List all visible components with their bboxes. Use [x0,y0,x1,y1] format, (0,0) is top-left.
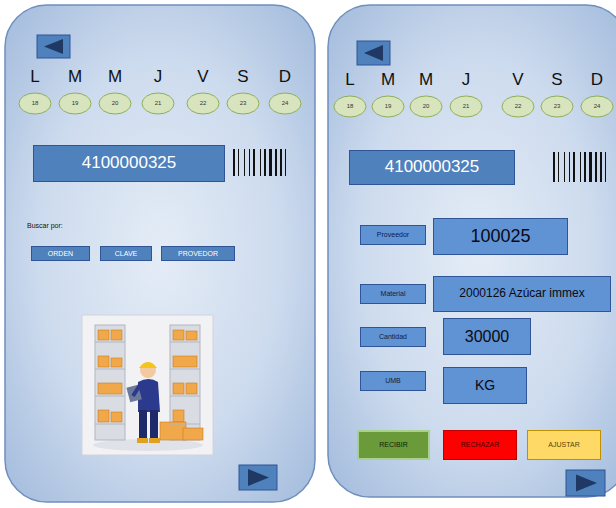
box-text: 2000126 Azúcar immex [459,287,584,300]
day-number: 23 [240,100,247,107]
day-circle: L18 [333,95,367,118]
day-circle: S23 [226,92,260,115]
day-circle: M19 [371,95,405,118]
phone-screen [328,5,616,497]
order-field: 4100000325 [349,150,515,185]
field-value: 2000126 Azúcar immex [433,276,611,312]
weekday-letter: M [371,71,405,90]
day-circle: V22 [501,95,535,118]
box-text: ORDEN [48,250,73,258]
box-text: Cantidad [379,333,407,341]
weekday-letter: S [226,68,260,87]
back-button [37,35,70,58]
field-value: 30000 [443,318,531,355]
box-text: AJUSTAR [548,441,579,449]
weekday-letter: D [268,68,302,87]
next-button [566,470,605,496]
weekday-letter: S [540,71,574,90]
field-label: UMB [360,371,426,391]
box-text: UMB [385,377,401,385]
field-value: 100025 [433,218,568,255]
day-number: 20 [112,100,119,107]
box-text: CLAVE [115,250,137,258]
day-circle: M19 [58,92,92,115]
weekday-letter: M [98,68,132,87]
phone-screen [5,5,315,502]
back-button [357,41,390,65]
day-circle: M20 [98,92,132,115]
weekday-letter: L [333,71,367,90]
action-button: PROVEDOR [161,246,235,261]
barcode-icon [553,152,606,182]
order-field: 4100000325 [33,145,225,182]
field-label: Proveedor [360,225,426,245]
next-button [239,465,277,490]
barcode-icon [233,149,286,176]
day-number: 23 [554,103,561,110]
day-circle: J21 [141,92,175,115]
warehouse-illustration [82,315,213,455]
weekday-letter: V [186,68,220,87]
box-text: 30000 [465,328,510,346]
box-text: Proveedor [377,231,409,239]
box-text: Material [381,290,406,298]
day-number: 21 [463,103,470,110]
box-text: 4100000325 [385,158,480,177]
day-number: 22 [515,103,522,110]
field-label: Cantidad [360,327,426,347]
day-number: 24 [594,103,601,110]
day-circle: V22 [186,92,220,115]
day-number: 24 [282,100,289,107]
box-text: KG [475,378,495,393]
weekday-letter: L [18,68,52,87]
weekday-letter: V [501,71,535,90]
action-button: AJUSTAR [527,430,601,460]
box-text: PROVEDOR [178,250,218,258]
day-number: 21 [155,100,162,107]
action-button: ORDEN [31,246,90,261]
weekday-letter: D [580,71,614,90]
action-button: RECIBIR [357,430,430,460]
day-circle: M20 [409,95,443,118]
day-circle: S23 [540,95,574,118]
weekday-letter: J [141,68,175,87]
day-circle: L18 [18,92,52,115]
day-number: 20 [423,103,430,110]
action-button: CLAVE [100,246,152,261]
day-circle: D24 [268,92,302,115]
day-circle: J21 [449,95,483,118]
box-text: 100025 [470,227,530,247]
day-number: 22 [200,100,207,107]
search-label: Buscar por: [27,222,63,230]
field-label: Material [360,284,426,304]
box-text: RECIBIR [379,441,407,449]
day-number: 18 [347,103,354,110]
action-button: RECHAZAR [443,430,517,460]
field-value: KG [443,367,527,404]
day-circle: D24 [580,95,614,118]
day-number: 19 [72,100,79,107]
box-text: RECHAZAR [461,441,500,449]
day-number: 19 [385,103,392,110]
weekday-letter: J [449,71,483,90]
day-number: 18 [32,100,39,107]
weekday-letter: M [409,71,443,90]
weekday-letter: M [58,68,92,87]
box-text: 4100000325 [82,154,177,173]
